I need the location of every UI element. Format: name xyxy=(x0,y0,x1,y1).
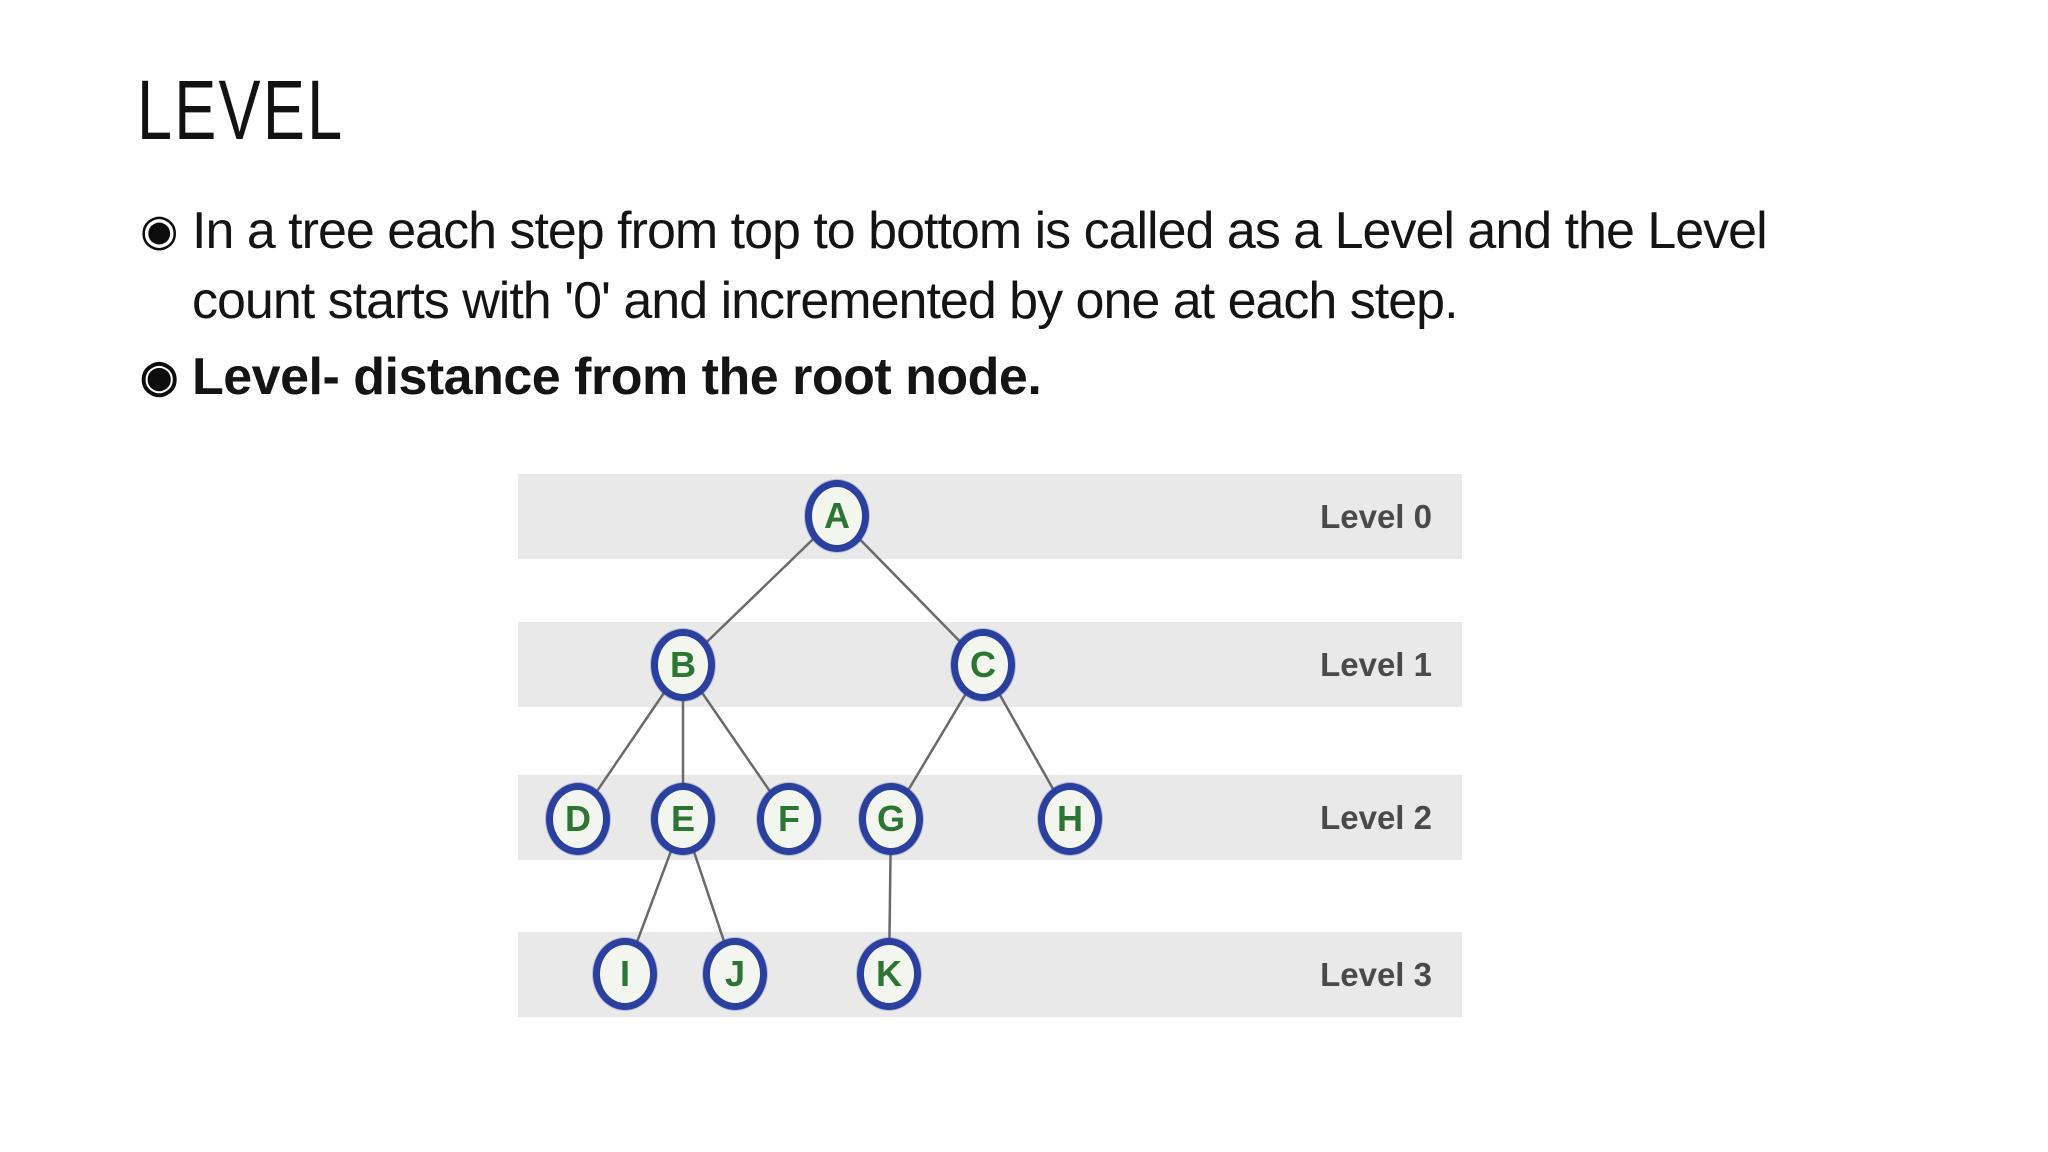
tree-node-label: D xyxy=(565,798,591,839)
bullet-text-line: In a tree each step from top to bottom i… xyxy=(192,202,1768,260)
bullet-text: Level- distance from the root node. xyxy=(192,342,1042,412)
tree-node-F: F xyxy=(757,783,821,855)
level-band-label: Level 1 xyxy=(1320,645,1432,683)
tree-node-J: J xyxy=(703,938,767,1010)
tree-node-G: G xyxy=(859,783,923,855)
tree-level-diagram: Level 0 Level 1 Level 2 Level 3 A B C D E F G H I J K xyxy=(518,474,1462,1017)
bullet-marker-icon: ◉ xyxy=(140,352,179,401)
tree-node-label: I xyxy=(619,953,630,994)
page-title: LEVEL xyxy=(137,63,345,157)
tree-node-label: C xyxy=(970,644,996,685)
tree-node-label: E xyxy=(670,798,695,839)
tree-node-label: B xyxy=(670,644,696,685)
level-band-label: Level 3 xyxy=(1320,955,1432,993)
bullet-text: In a tree each step from top to bottom i… xyxy=(192,196,1768,336)
level-band-label: Level 2 xyxy=(1320,798,1432,836)
level-band-label: Level 0 xyxy=(1320,497,1432,535)
tree-node-A: A xyxy=(805,480,869,552)
level-band: Level 3 xyxy=(518,932,1462,1017)
bullet-text-line: Level- distance from the root node. xyxy=(192,348,1042,406)
bullet-text-line: count starts with '0' and incremented by… xyxy=(192,272,1459,330)
tree-node-I: I xyxy=(593,938,657,1010)
tree-node-label: A xyxy=(824,495,850,536)
tree-node-K: K xyxy=(857,938,921,1010)
level-band: Level 0 xyxy=(518,474,1462,559)
tree-node-label: G xyxy=(876,798,905,839)
tree-node-D: D xyxy=(546,783,610,855)
tree-node-label: H xyxy=(1057,798,1083,839)
tree-node-B: B xyxy=(651,629,715,701)
bullet-item: ◉ In a tree each step from top to bottom … xyxy=(140,196,2000,336)
tree-node-label: K xyxy=(876,953,902,994)
tree-node-label: F xyxy=(778,798,800,839)
bullet-item: ◉ Level- distance from the root node. xyxy=(140,342,2000,412)
tree-node-label: J xyxy=(724,953,746,994)
tree-node-C: C xyxy=(951,629,1015,701)
bullet-marker-icon: ◉ xyxy=(140,206,179,255)
tree-node-H: H xyxy=(1038,783,1102,855)
tree-node-E: E xyxy=(651,783,715,855)
bullet-list: ◉ In a tree each step from top to bottom … xyxy=(140,196,2000,418)
